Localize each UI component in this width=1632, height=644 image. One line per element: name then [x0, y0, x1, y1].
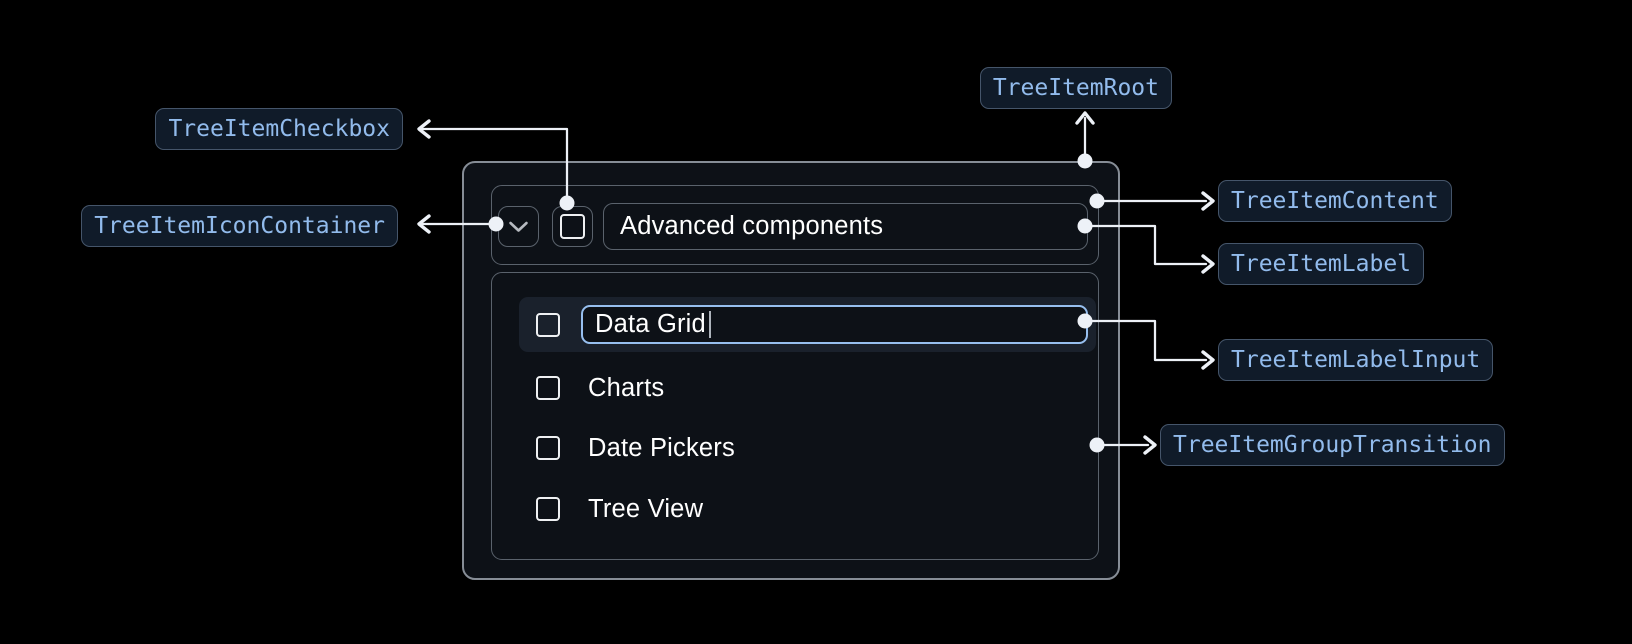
annotation-tree-item-label: TreeItemLabel: [1218, 243, 1425, 285]
annotation-tree-item-checkbox: TreeItemCheckbox: [155, 108, 403, 150]
tree-row-tree-view[interactable]: Tree View: [519, 485, 1096, 533]
tree-item-root: Advanced components Data Grid Charts Dat…: [462, 161, 1120, 580]
checkbox-unchecked-icon[interactable]: [536, 376, 560, 400]
arrowhead-left: [417, 119, 431, 139]
annotation-tree-item-label-input: TreeItemLabelInput: [1218, 339, 1494, 381]
arrowhead-right: [1201, 350, 1215, 370]
tree-row-label: Charts: [588, 373, 665, 402]
checkbox-unchecked-icon[interactable]: [536, 497, 560, 521]
checkbox-unchecked-icon: [560, 214, 585, 239]
tree-row-label: Tree View: [588, 494, 704, 523]
parent-label: Advanced components: [620, 212, 884, 240]
checkbox-unchecked-icon[interactable]: [536, 312, 560, 337]
tree-item-label[interactable]: Advanced components: [603, 203, 1088, 250]
tree-item-label-input[interactable]: Data Grid: [581, 305, 1088, 344]
label-input-value: Data Grid: [595, 310, 706, 338]
tree-item-content[interactable]: Advanced components: [491, 185, 1099, 265]
arrowhead-right: [1201, 254, 1215, 274]
tree-row-charts[interactable]: Charts: [519, 364, 1096, 412]
chevron-down-icon: [508, 221, 529, 233]
text-cursor: [708, 311, 711, 338]
annotation-tree-item-content: TreeItemContent: [1218, 180, 1452, 222]
arrowhead-right: [1201, 191, 1215, 211]
arrowhead-up: [1075, 111, 1095, 125]
tree-item-group-transition: Data Grid Charts Date Pickers Tree View: [491, 272, 1099, 560]
tree-row-data-grid[interactable]: Data Grid: [519, 297, 1096, 352]
tree-row-date-pickers[interactable]: Date Pickers: [519, 424, 1096, 472]
arrowhead-right: [1143, 435, 1157, 455]
annotation-tree-item-root: TreeItemRoot: [979, 67, 1172, 109]
annotation-tree-item-icon-container: TreeItemIconContainer: [81, 205, 398, 247]
annotation-tree-item-group-transition: TreeItemGroupTransition: [1160, 424, 1505, 466]
tree-item-icon-container[interactable]: [498, 206, 539, 247]
tree-item-checkbox[interactable]: [552, 206, 593, 247]
checkbox-unchecked-icon[interactable]: [536, 436, 560, 460]
tree-row-label: Date Pickers: [588, 433, 735, 462]
arrowhead-left: [417, 214, 431, 234]
